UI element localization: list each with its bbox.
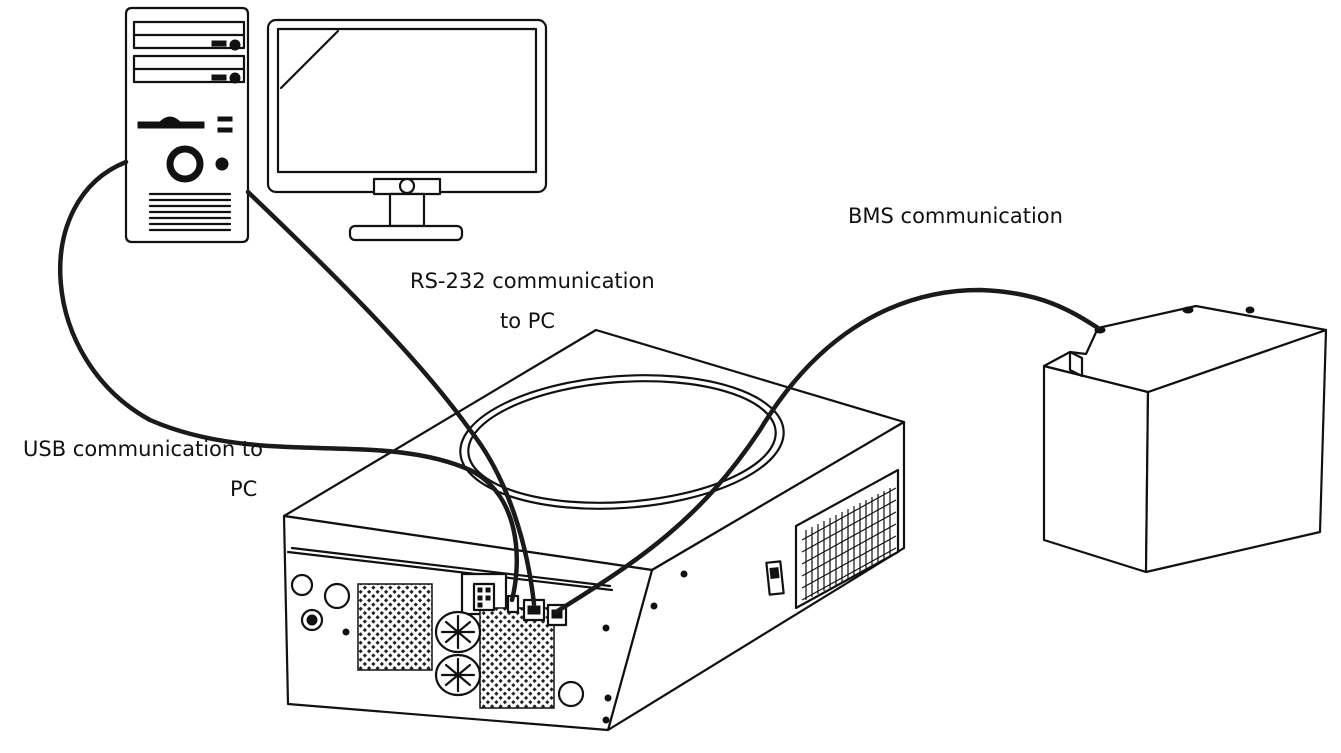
pc-tower bbox=[124, 6, 250, 244]
front-fan-grilles bbox=[357, 583, 555, 709]
inverter-unit bbox=[282, 328, 906, 732]
cables bbox=[57, 159, 1101, 615]
usb-label-line1: USB communication to bbox=[23, 437, 263, 461]
rs232-cable bbox=[245, 189, 537, 607]
side-vent bbox=[801, 487, 897, 601]
bms-label: BMS communication bbox=[848, 204, 1063, 228]
usb-cable bbox=[57, 159, 520, 603]
pc-vent bbox=[148, 192, 232, 232]
rs232-label-line1: RS-232 communication bbox=[410, 269, 655, 293]
battery-box bbox=[1042, 304, 1328, 574]
monitor bbox=[266, 18, 548, 242]
bms-cable bbox=[553, 287, 1101, 615]
usb-label-line2: PC bbox=[230, 477, 258, 501]
rs232-label-line2: to PC bbox=[500, 309, 556, 333]
